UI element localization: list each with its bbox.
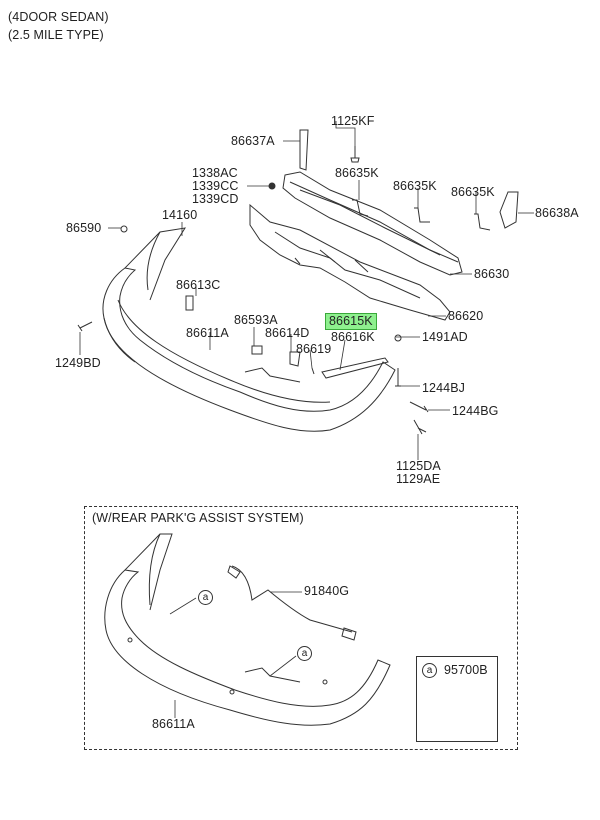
part-label-14160[interactable]: 14160 (162, 208, 198, 222)
part-1491ad-drawing (394, 334, 402, 342)
part-label-1249bd[interactable]: 1249BD (55, 356, 101, 370)
sensor-legend-box: a 95700B (416, 656, 498, 742)
inset-part-label-86611a[interactable]: 86611A (152, 717, 195, 731)
bumper-type-label: (2.5 MILE TYPE) (8, 28, 104, 42)
bolt-1125kf-drawing (350, 146, 360, 163)
part-label-86638a[interactable]: 86638A (535, 206, 579, 220)
back-beam-drawing (282, 171, 463, 276)
part-label-86616k[interactable]: 86616K (331, 330, 375, 344)
part-label-86620[interactable]: 86620 (448, 309, 484, 323)
bracket-86613c-drawing (185, 295, 194, 311)
part-label-1338ac[interactable]: 1338AC (192, 166, 238, 180)
part-label-86635k-a[interactable]: 86635K (335, 166, 379, 180)
bolt-1244bj-drawing (395, 368, 401, 387)
part-label-91840g[interactable]: 91840G (304, 584, 350, 598)
part-label-86630[interactable]: 86630 (474, 267, 510, 281)
sensor-harness-drawing (227, 565, 357, 641)
part-label-86637a[interactable]: 86637A (231, 134, 275, 148)
part-label-1244bg[interactable]: 1244BG (452, 404, 499, 418)
bolt-1125da-drawing (413, 419, 427, 435)
part-label-86615k-highlighted[interactable]: 86615K (325, 313, 377, 330)
part-86619-drawing (311, 367, 315, 375)
callout-a-upper: a (198, 590, 213, 605)
part-label-86593a[interactable]: 86593A (234, 313, 278, 327)
bolt-1244bg-drawing (409, 401, 429, 413)
callout-a-lower: a (297, 646, 312, 661)
part-label-86635k-b[interactable]: 86635K (393, 179, 437, 193)
part-label-1491ad[interactable]: 1491AD (422, 330, 468, 344)
part-label-86590[interactable]: 86590 (66, 221, 102, 235)
bracket-86635k-b-drawing (414, 207, 430, 223)
inset-bumper-drawing (104, 533, 391, 726)
bracket-86637a-drawing (299, 129, 309, 171)
bracket-86635k-a-drawing (352, 199, 369, 217)
part-label-86611a[interactable]: 86611A (186, 326, 229, 340)
bracket-86635k-c-drawing (474, 213, 491, 231)
nut-1338ac-drawing (268, 182, 276, 190)
part-label-1125kf[interactable]: 1125KF (331, 114, 375, 128)
bumper-cover-drawing (102, 227, 396, 432)
part-label-86614d[interactable]: 86614D (265, 326, 310, 340)
clip-86590-drawing (120, 225, 128, 233)
part-label-1129ae[interactable]: 1129AE (396, 472, 441, 486)
part-label-1339cd[interactable]: 1339CD (192, 192, 239, 206)
inset-title: (W/REAR PARK'G ASSIST SYSTEM) (92, 511, 304, 525)
bracket-86593a-drawing (251, 345, 263, 355)
part-label-1125da[interactable]: 1125DA (396, 459, 441, 473)
part-86614d-drawing (289, 351, 301, 367)
part-label-1339cc[interactable]: 1339CC (192, 179, 239, 193)
inset-leader-lines (169, 591, 302, 718)
part-label-86613c[interactable]: 86613C (176, 278, 221, 292)
part-label-95700b[interactable]: 95700B (444, 663, 488, 677)
energy-absorber-drawing (249, 203, 451, 321)
part-label-1244bj[interactable]: 1244BJ (422, 381, 465, 395)
part-label-86619[interactable]: 86619 (296, 342, 332, 356)
inset-parking-assist-box: (W/REAR PARK'G ASSIST SYSTEM) (84, 506, 518, 750)
leader-lines (79, 121, 534, 460)
screw-1249bd-drawing (77, 321, 93, 332)
vehicle-type-label: (4DOOR SEDAN) (8, 10, 109, 24)
legend-callout-a: a (422, 663, 437, 678)
reflector-86615k-drawing (321, 357, 389, 379)
bracket-86638a-drawing (499, 191, 519, 229)
part-label-86635k-c[interactable]: 86635K (451, 185, 495, 199)
